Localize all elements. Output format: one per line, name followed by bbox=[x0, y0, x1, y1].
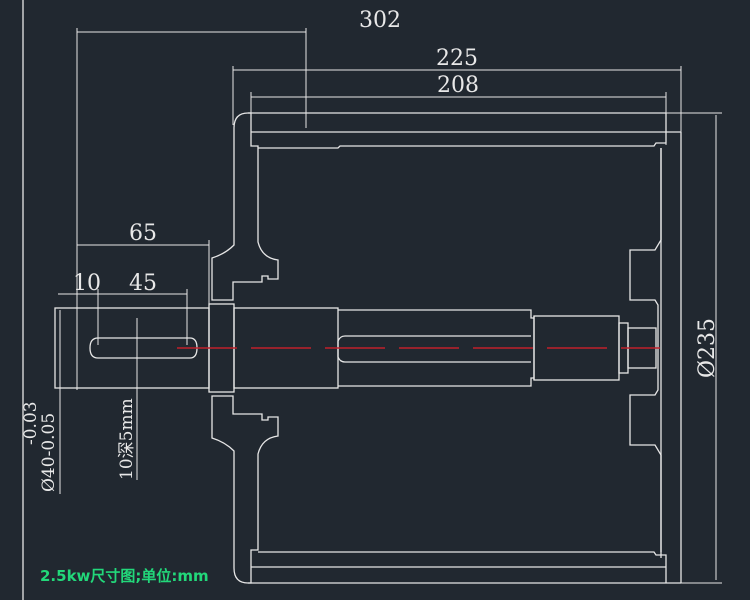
dim-302-label: 302 bbox=[359, 8, 401, 33]
dim-225-label: 225 bbox=[436, 46, 478, 71]
dim-208: 208 bbox=[250, 73, 667, 145]
dim-65: 65 bbox=[77, 221, 210, 304]
dim-208-label: 208 bbox=[437, 73, 479, 98]
keyway bbox=[89, 337, 198, 359]
keyway-depth-note: 10深5mm bbox=[117, 318, 138, 480]
dim-65-label: 65 bbox=[129, 221, 157, 246]
dim-225: 225 bbox=[232, 46, 682, 582]
rotor-body bbox=[248, 112, 682, 584]
dim-40: Ø40-0.05 -0.03 bbox=[21, 307, 65, 494]
keyway-depth-label: 10深5mm bbox=[117, 398, 137, 480]
dim-45-label: 45 bbox=[129, 271, 157, 296]
left-flange-top bbox=[211, 112, 279, 301]
left-flange-bottom bbox=[211, 395, 279, 584]
dim-235: Ø235 bbox=[666, 112, 722, 584]
dim-302: 302 bbox=[76, 8, 401, 390]
dim-10-45: 10 45 bbox=[58, 271, 188, 345]
dim-10-label: 10 bbox=[73, 271, 101, 296]
drawing-caption: 2.5kw尺寸图;单位:mm bbox=[40, 567, 209, 585]
dim-40-label: Ø40-0.05 bbox=[39, 413, 59, 492]
dim-235-label: Ø235 bbox=[695, 318, 720, 378]
dim-40-tolerance-upper: -0.03 bbox=[21, 401, 41, 445]
